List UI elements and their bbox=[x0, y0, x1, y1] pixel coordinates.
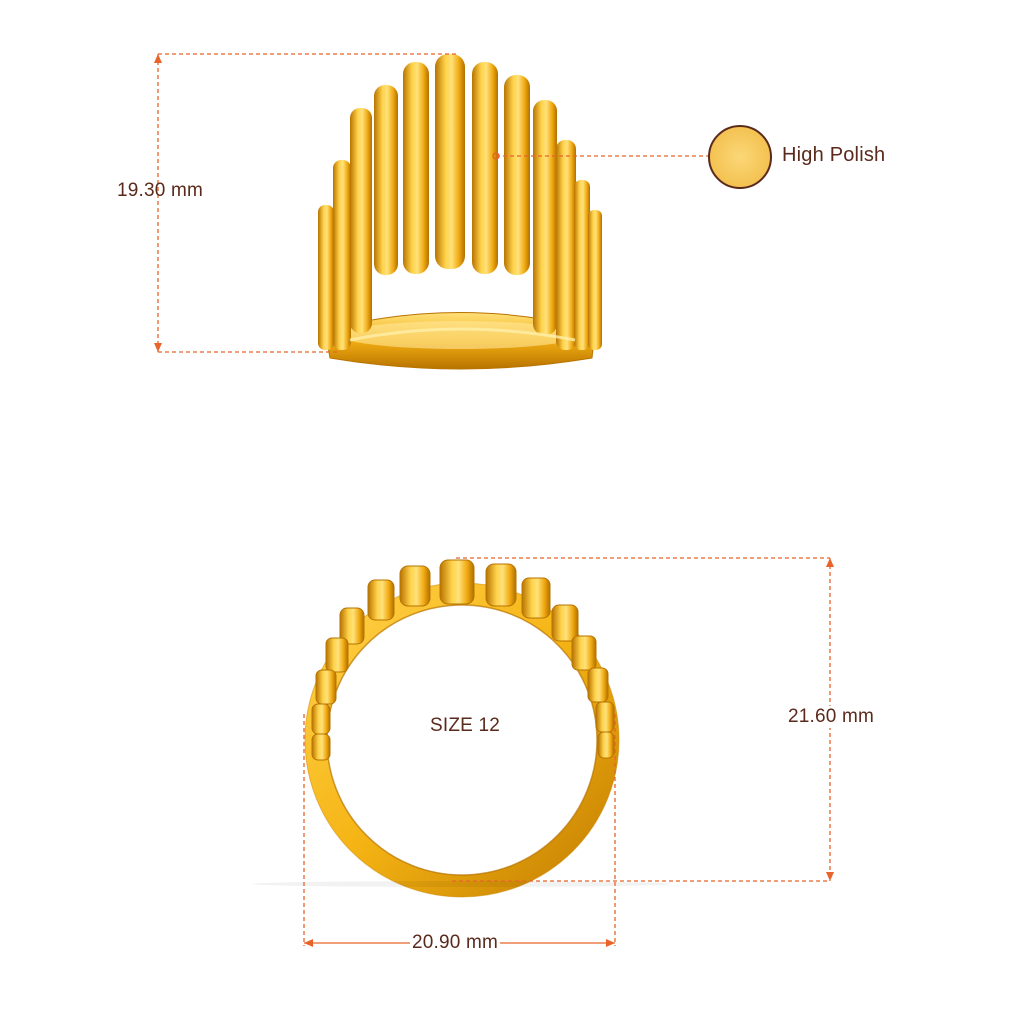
ring-size-label: SIZE 12 bbox=[430, 715, 501, 736]
bottom-width-label: 20.90 mm bbox=[410, 932, 501, 954]
top-height-label: 19.30 mm bbox=[117, 180, 204, 201]
ring-side-view bbox=[252, 559, 672, 898]
height-dimension-top bbox=[154, 53, 458, 353]
bottom-height-label: 21.60 mm bbox=[786, 706, 877, 728]
finish-callout bbox=[492, 152, 708, 160]
ring-front-view bbox=[318, 54, 602, 370]
finish-swatch-icon bbox=[708, 125, 772, 189]
finish-label: High Polish bbox=[782, 144, 886, 166]
